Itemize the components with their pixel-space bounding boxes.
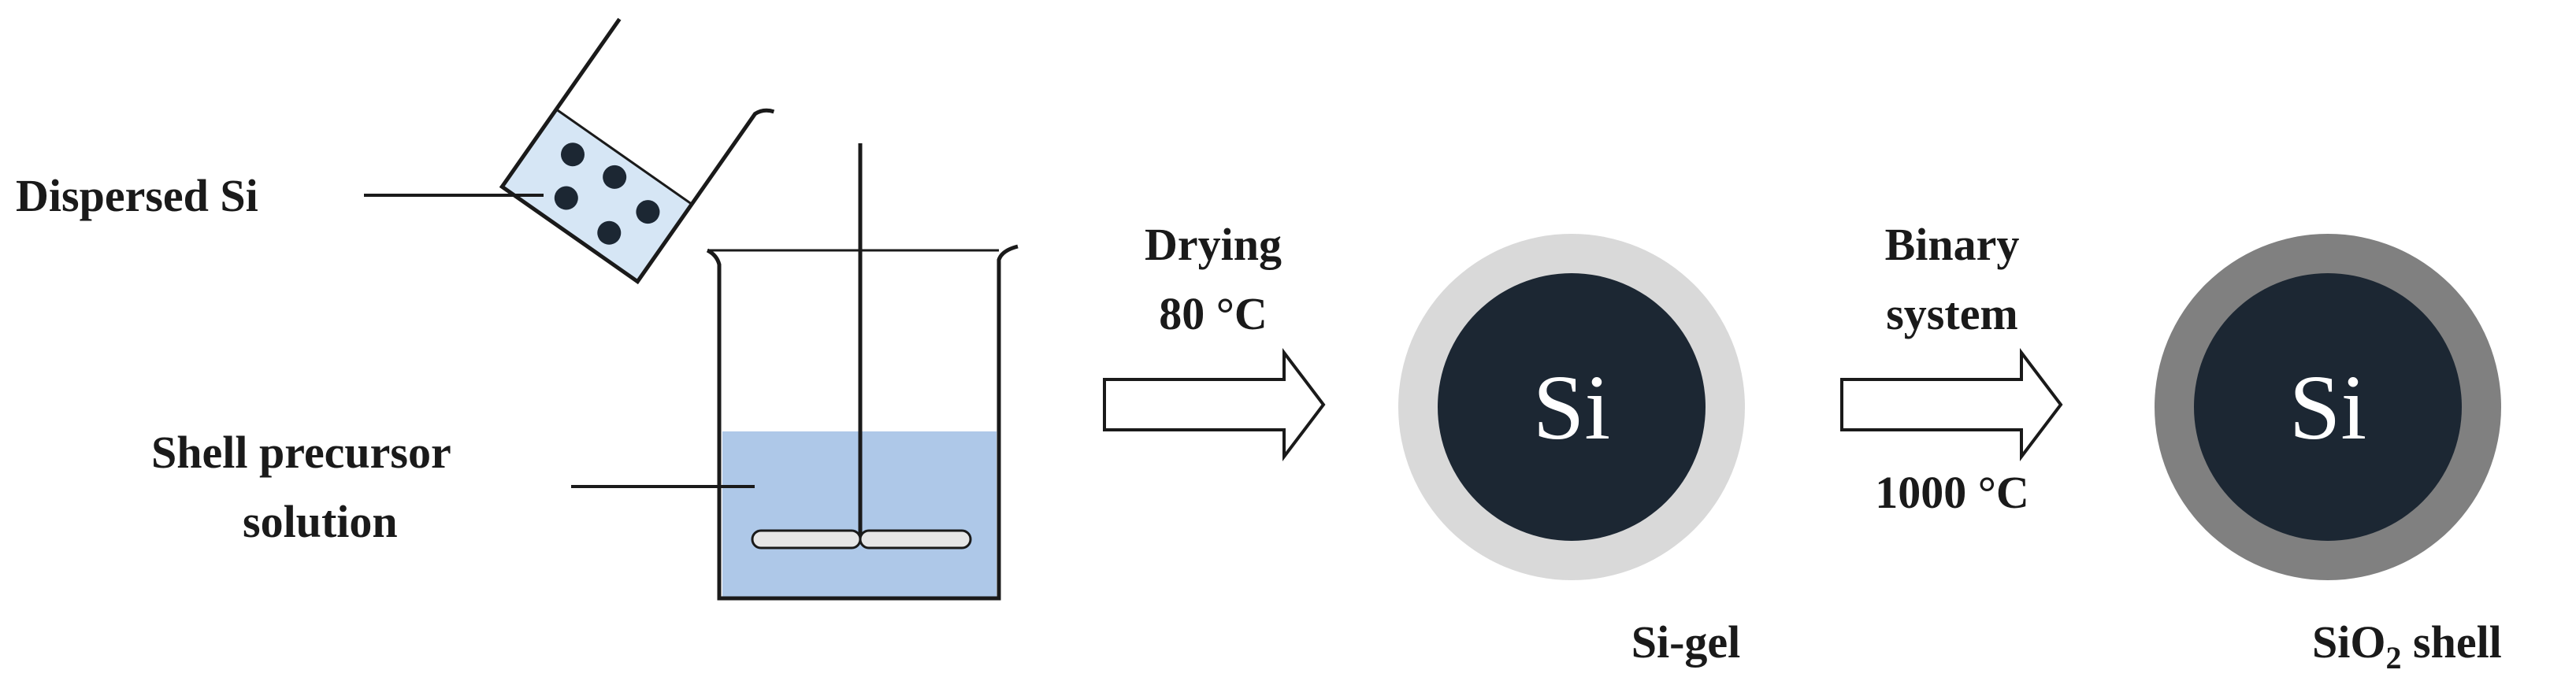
- process-arrow-icon: [1103, 348, 1326, 461]
- small-beaker-liquid-surface: [555, 108, 693, 205]
- system-label: system: [1886, 288, 2018, 339]
- stirrer-blade-left: [751, 529, 862, 550]
- small-beaker-outline: [499, 17, 775, 285]
- beaker-with-stirrer-icon: [706, 143, 1019, 601]
- sio2-suffix: shell: [2402, 616, 2502, 668]
- si-particle: [561, 142, 585, 167]
- stirrer-blade-right: [859, 529, 972, 550]
- si-core: [2194, 273, 2462, 541]
- sio2-prefix: SiO: [2312, 616, 2386, 668]
- si-particle: [636, 200, 660, 224]
- drying-label: Drying: [1145, 219, 1282, 270]
- calcination-temp-label: 1000 °C: [1875, 467, 2029, 518]
- si-core: [1438, 273, 1706, 541]
- si-core-label: Si: [2289, 356, 2366, 459]
- drying-temp-label: 80 °C: [1159, 288, 1268, 339]
- dispersed-si-label: Dispersed Si: [16, 170, 258, 221]
- si-particle: [597, 220, 622, 245]
- tilted-beaker-icon: [499, 17, 775, 285]
- shell-precursor-label: Shell precursor: [151, 427, 451, 478]
- si-core-label: Si: [1533, 356, 1610, 459]
- si-gel-particle: Si: [1398, 234, 1745, 580]
- small-beaker-liquid: [502, 109, 692, 282]
- process-arrow-icon: [1840, 348, 2063, 461]
- sio2-shell-particle: Si: [2155, 234, 2501, 580]
- si-gel-label: Si-gel: [1631, 616, 1741, 668]
- shell-precursor-label-2: solution: [243, 496, 398, 547]
- si-particle: [554, 186, 578, 210]
- sio2-subscript: 2: [2386, 640, 2402, 675]
- sio2-shell-label: SiO2 shell: [2312, 616, 2502, 675]
- large-beaker-outline: [706, 244, 1019, 601]
- si-particle: [603, 165, 627, 189]
- binary-label: Binary: [1885, 219, 2020, 270]
